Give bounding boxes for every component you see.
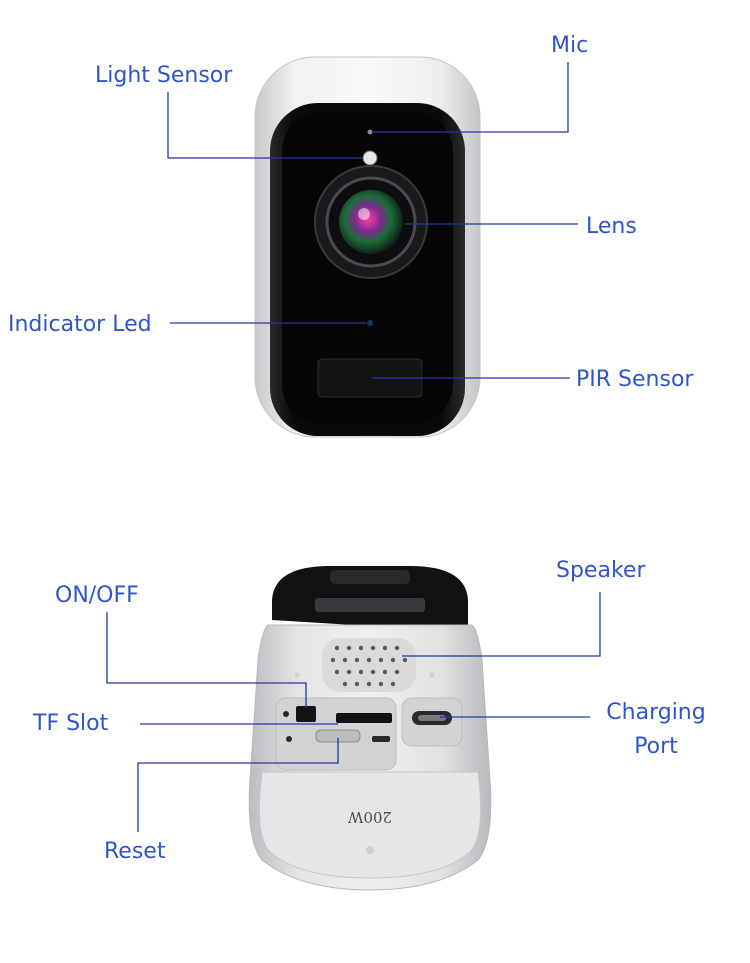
pir-sensor-label: PIR Sensor <box>576 367 694 392</box>
light-sensor-label: Light Sensor <box>95 63 233 88</box>
tf-slot-label: TF Slot <box>33 711 109 736</box>
mic-hole <box>367 129 373 135</box>
reset-label: Reset <box>104 839 166 864</box>
light-sensor-dot <box>362 150 378 166</box>
front-leader-lines <box>167 62 578 379</box>
charging-port-label-line1: Charging <box>606 700 706 725</box>
indicator-led-dot <box>367 320 373 326</box>
bottom-camera: 200W <box>248 566 492 891</box>
light-sensor-leader <box>167 92 362 159</box>
lens-label: Lens <box>586 214 637 239</box>
mic-leader <box>372 62 569 133</box>
battery-cover <box>258 771 482 879</box>
charging-port-label: Charging Port <box>600 699 712 760</box>
power-switch <box>296 706 316 722</box>
on-off-label: ON/OFF <box>55 583 139 608</box>
battery-stamp: 200W <box>347 808 392 826</box>
on-off-leader <box>106 612 307 708</box>
speaker-label: Speaker <box>556 558 646 583</box>
bottom-leader-lines <box>106 592 601 832</box>
mic-label: Mic <box>551 33 589 58</box>
speaker-grille <box>322 638 416 692</box>
reset-leader <box>137 738 339 832</box>
speaker-leader <box>402 592 601 657</box>
speaker-holes <box>330 645 408 687</box>
lens <box>314 165 428 279</box>
charging-port-label-line2: Port <box>634 733 678 759</box>
indicator-led-label: Indicator Led <box>8 312 152 337</box>
tf-slot <box>336 713 392 723</box>
front-camera <box>254 56 481 438</box>
